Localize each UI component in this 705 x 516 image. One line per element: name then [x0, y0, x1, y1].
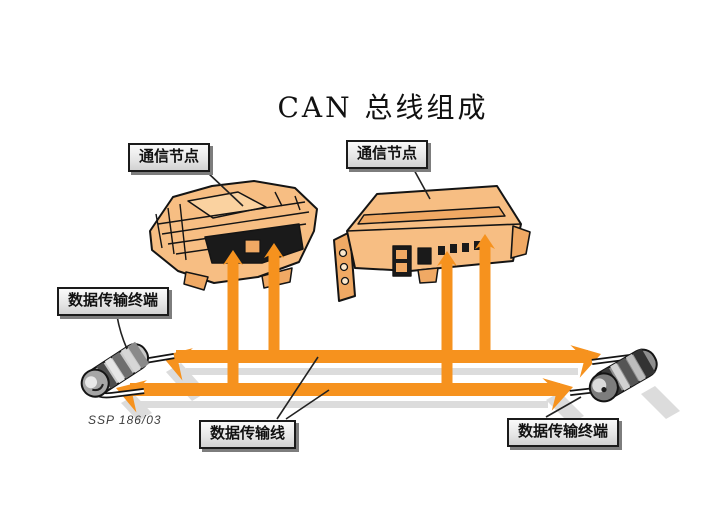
upper-bus-shadow: [186, 368, 578, 375]
right-ecu-connector-small: [417, 247, 432, 265]
right-terminator-illustration: [588, 348, 658, 403]
leader-node-right: [412, 167, 431, 200]
right-ecu-flange-hole: [339, 262, 349, 272]
ssp-reference: SSP 186/03: [88, 413, 162, 427]
stub-left-1: [227, 259, 239, 390]
stub-right-1: [441, 260, 453, 390]
callout-node-left: 通信节点: [128, 143, 211, 172]
stub-left-1-arrow: [223, 250, 243, 265]
leader-terminal-right: [545, 396, 582, 418]
right-ecu-foot: [417, 267, 439, 284]
lower-bus-arrow-left: [116, 380, 147, 413]
leader-node-left: [206, 171, 244, 207]
leader-bus-lower: [285, 389, 330, 420]
lower-bus-arrow-right: [542, 378, 573, 411]
left-terminator-illustration: [80, 341, 150, 398]
leader-bus-upper: [276, 356, 319, 420]
left-ecu-top-panel: [187, 191, 267, 219]
stub-right-1-arrow: [437, 251, 457, 266]
callout-terminal-right: 数据传输终端: [507, 418, 620, 447]
stub-right-2: [479, 243, 491, 357]
right-ecu-side-connector: [510, 225, 531, 259]
upper-bus-arrow-right: [570, 345, 601, 378]
right-ecu-illustration: [333, 185, 531, 302]
callout-terminal-left: 数据传输终端: [57, 287, 170, 316]
lower-bus-bar: [130, 383, 560, 396]
right-ecu-top-groove: [357, 206, 506, 225]
left-ecu-pin-block: [244, 239, 261, 254]
right-ecu-front-edge: [346, 223, 522, 232]
page-title: CAN 总线组成: [277, 91, 489, 124]
left-ecu-foot-left: [183, 271, 209, 291]
callout-bus-line: 数据传输线: [199, 420, 297, 449]
right-ecu-flange-hole: [338, 248, 348, 258]
leader-terminal-left: [116, 315, 128, 350]
bus-stubs: [223, 234, 495, 390]
right-ecu-body: [346, 185, 522, 272]
right-ecu-connector-pin: [396, 250, 407, 259]
stub-right-2-arrow: [475, 234, 495, 249]
callout-node-right: 通信节点: [346, 140, 429, 169]
shadow-streak-terminator-right: [641, 386, 680, 419]
leader-lines: [116, 167, 582, 420]
stub-left-2-arrow: [264, 243, 284, 258]
lower-bus-shadow: [140, 401, 548, 408]
right-ecu-flange-hole: [340, 276, 350, 286]
stub-left-2: [268, 252, 280, 358]
right-ecu-connector-pin: [396, 263, 407, 272]
